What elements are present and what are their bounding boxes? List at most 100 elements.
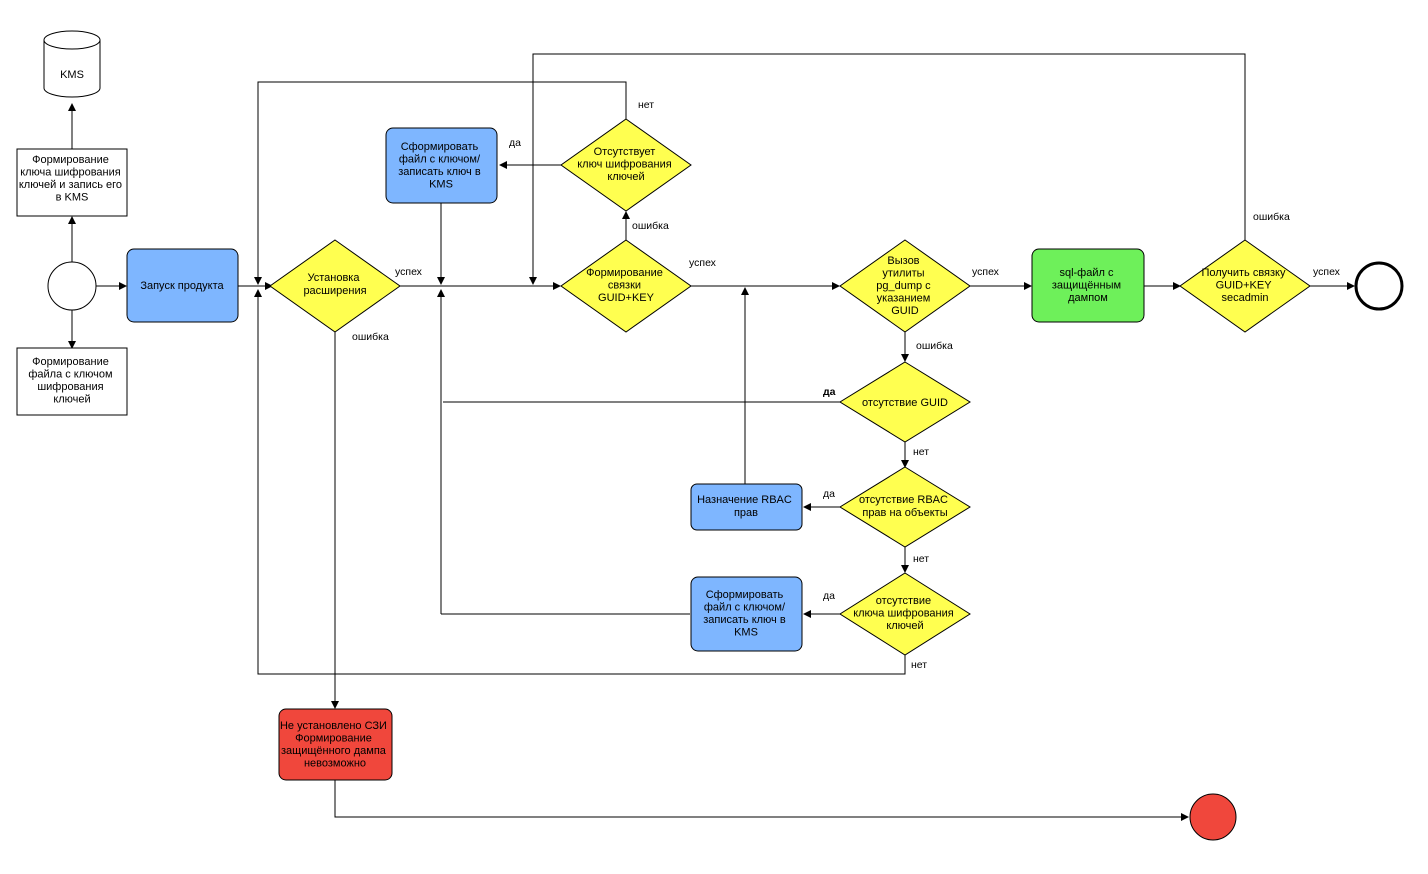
label-norbac-yes: да — [823, 488, 835, 500]
pgdump-line: Вызов — [887, 255, 919, 267]
get-bind-line: secadmin — [1221, 292, 1268, 304]
install-line: расширения — [303, 285, 366, 297]
end-success-circle — [1354, 261, 1404, 311]
gen-key-file-line: файла с ключом — [28, 369, 112, 381]
gen-key-file-line: шифрования — [37, 381, 103, 393]
gen-key-kms-line: ключей и запись его — [19, 179, 122, 191]
form-binding-decision: Формирование связки GUID+KEY — [560, 239, 692, 333]
install-line: Установка — [307, 272, 360, 284]
svg-text:Установка расширения: Установка расширения — [303, 272, 366, 297]
gen-key-file-line: Формирование — [32, 356, 109, 368]
get-binding-decision: Получить связку GUID+KEY secadmin — [1179, 239, 1311, 333]
error-line: невозможно — [304, 758, 366, 770]
form-bind-line: Формирование — [586, 267, 663, 279]
assign-rbac-box: Назначение RBAC прав — [690, 483, 803, 531]
kms-database: KMS — [43, 30, 101, 98]
form-key-top-line: KMS — [429, 179, 453, 191]
label-bind-success: успех — [689, 257, 717, 269]
form-key-bottom-line: KMS — [734, 627, 758, 639]
svg-text:отсутствие ключа шифрова: отсутствие ключа шифрования ключей — [853, 595, 957, 632]
label-bind-error: ошибка — [632, 220, 669, 232]
form-key-top-line: файл с ключом/ — [399, 154, 481, 166]
svg-text:Отсутствует ключ шифрова: Отсутствует ключ шифрования ключей — [577, 146, 674, 183]
label-nokey-bottom-yes: да — [823, 590, 835, 602]
pgdump-decision: Вызов утилиты pg_dump с указанием GUID — [839, 239, 971, 333]
form-key-bottom-line: Сформировать — [706, 589, 784, 601]
svg-text:sql-файл с защищённым: sql-файл с защищённым дампом — [1052, 267, 1124, 304]
install-extension-decision: Установка расширения — [269, 239, 401, 333]
label-install-success: успех — [395, 266, 423, 278]
label-nokey-bottom-no: нет — [911, 659, 927, 671]
no-key-top-decision: Отсутствует ключ шифрования ключей — [560, 118, 692, 212]
no-guid-label: отсутствие GUID — [862, 397, 948, 409]
kms-label: KMS — [60, 69, 84, 81]
error-line: защищённого дампа — [281, 745, 387, 757]
label-pgdump-success: успех — [972, 266, 1000, 278]
edge-labels: успех ошибка успех ошибка да нет успех о… — [352, 99, 1341, 671]
form-key-top-box: Сформировать файл с ключом/ записать клю… — [385, 127, 498, 204]
pgdump-line: утилиты — [882, 268, 924, 280]
error-box: Не установлено СЗИ Формирование защищённ… — [278, 708, 393, 781]
form-key-bottom-line: записать ключ в — [703, 614, 786, 626]
start-circle — [47, 261, 97, 311]
error-line: Формирование — [295, 733, 372, 745]
no-key-top-line: ключ шифрования — [577, 159, 671, 171]
pgdump-line: GUID — [891, 305, 919, 317]
svg-text:Формирование связки: Формирование связки GUID+KEY — [586, 267, 666, 304]
gen-key-kms-line: в KMS — [56, 192, 89, 204]
svg-text:Сформировать файл с ключ: Сформировать файл с ключом/ записать клю… — [398, 141, 484, 191]
end-error-circle — [1189, 793, 1237, 841]
sql-file-box: sql-файл с защищённым дампом — [1031, 248, 1145, 323]
get-bind-line: Получить связку — [1201, 267, 1286, 279]
svg-text:отсутствие RBAC прав на: отсутствие RBAC прав на объекты — [859, 494, 951, 519]
edge-nokey-bottom-no — [254, 289, 906, 675]
svg-text:Сформировать файл с ключ: Сформировать файл с ключом/ записать клю… — [703, 589, 789, 639]
assign-rbac-line: Назначение RBAC — [697, 494, 792, 506]
pgdump-line: pg_dump с — [876, 280, 931, 292]
no-key-bottom-line: отсутствие — [876, 595, 931, 607]
form-bind-line: связки — [608, 280, 641, 292]
pgdump-line: указанием — [877, 293, 931, 305]
label-pgdump-error: ошибка — [916, 340, 953, 352]
form-key-top-line: записать ключ в — [398, 166, 481, 178]
no-rbac-decision: отсутствие RBAC прав на объекты — [839, 466, 971, 548]
svg-text:Назначение RBAC прав: Назначение RBAC прав — [697, 494, 795, 519]
label-getbind-error: ошибка — [1253, 211, 1290, 223]
no-guid-decision: отсутствие GUID — [839, 361, 971, 443]
assign-rbac-line: прав — [734, 507, 758, 519]
no-key-top-line: ключей — [607, 171, 644, 183]
form-bind-line: GUID+KEY — [598, 292, 655, 304]
gen-key-kms-line: Формирование — [32, 154, 109, 166]
form-key-top-line: Сформировать — [401, 141, 479, 153]
sql-file-line: защищённым — [1052, 280, 1121, 292]
label-nokey-top-no: нет — [638, 99, 654, 111]
label-noguid-yes: да — [823, 386, 836, 398]
edge-getbind-error — [529, 53, 1246, 285]
launch-product-box: Запуск продукта — [126, 248, 239, 323]
gen-key-kms-box: Формирование ключа шифрования ключей и з… — [16, 148, 128, 217]
label-noguid-no: нет — [913, 446, 929, 458]
svg-text:Получить связку GUID+KEY: Получить связку GUID+KEY secadmin — [1201, 267, 1288, 304]
svg-text:Формирование файла с клю: Формирование файла с ключом шифрования к… — [28, 356, 115, 406]
launch-label: Запуск продукта — [140, 280, 224, 292]
get-bind-line: GUID+KEY — [1216, 280, 1273, 292]
label-norbac-no: нет — [913, 553, 929, 565]
label-install-error: ошибка — [352, 331, 389, 343]
no-key-bottom-line: ключа шифрования — [853, 608, 954, 620]
no-key-top-line: Отсутствует — [594, 146, 656, 158]
sql-file-line: дампом — [1068, 292, 1108, 304]
form-key-bottom-box: Сформировать файл с ключом/ записать клю… — [690, 576, 803, 652]
svg-text:Формирование ключа шифро: Формирование ключа шифрования ключей и з… — [19, 154, 125, 204]
sql-file-line: sql-файл с — [1059, 267, 1114, 279]
label-getbind-success: успех — [1313, 266, 1341, 278]
edge-nokey-top-no — [254, 81, 627, 285]
no-rbac-line: прав на объекты — [862, 507, 947, 519]
gen-key-kms-line: ключа шифрования — [20, 167, 121, 179]
error-line: Не установлено СЗИ — [280, 720, 387, 732]
form-key-bottom-line: файл с ключом/ — [704, 602, 786, 614]
label-nokey-top-yes: да — [509, 137, 521, 149]
no-key-bottom-line: ключей — [886, 620, 923, 632]
gen-key-file-line: ключей — [53, 394, 90, 406]
svg-text:Вызов утилиты pg_d: Вызов утилиты pg_dump с указанием GUID — [876, 255, 934, 317]
